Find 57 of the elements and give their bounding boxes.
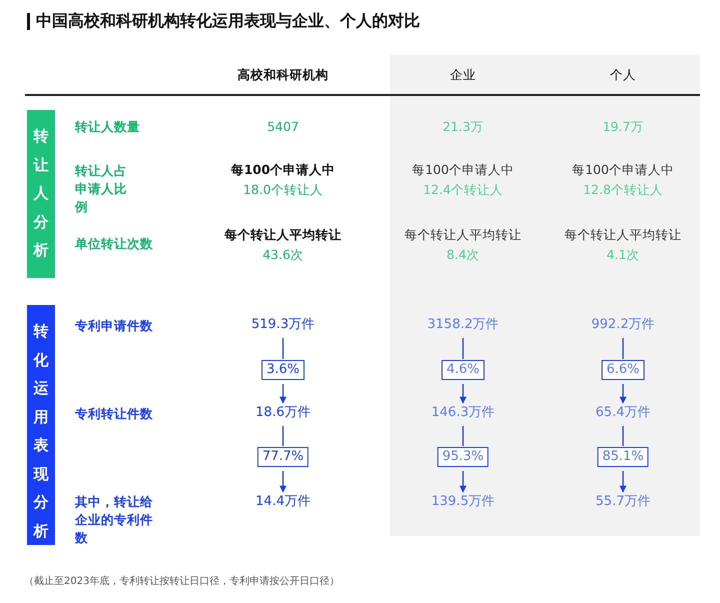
percentage-box: 77.7%	[257, 447, 309, 467]
row-header: 专利申请件数	[75, 317, 153, 335]
column-header: 个人	[610, 66, 636, 84]
arrow	[280, 384, 286, 404]
value-caption: 每100个申请人中	[230, 161, 336, 179]
value-text: 3158.2万件	[427, 316, 499, 334]
value-text: 8.4次	[446, 246, 480, 264]
value-text: 519.3万件	[251, 316, 315, 334]
value-text: 43.6次	[262, 246, 304, 264]
section-title: 转让人分析	[34, 126, 48, 261]
value-text: 12.4个转让人	[423, 181, 503, 199]
connector-line	[282, 338, 284, 359]
percentage-box: 85.1%	[597, 447, 649, 467]
row-header: 单位转让次数	[75, 235, 153, 253]
percentage-box: 95.3%	[437, 447, 489, 467]
percentage-box: 4.6%	[441, 360, 485, 380]
title: 中国高校和科研机构转化运用表现与企业、个人的对比	[36, 10, 420, 32]
value-caption: 每个转让人平均转让	[224, 226, 342, 244]
column-header: 企业	[450, 66, 476, 84]
value-caption: 每100个申请人中	[572, 161, 674, 179]
value-text: 5407	[267, 118, 299, 136]
row-header: 转让人占申请人比例	[75, 162, 128, 216]
percentage-box: 3.6%	[261, 360, 305, 380]
value-text: 146.3万件	[431, 404, 495, 422]
connector-line	[462, 426, 464, 446]
value-caption: 每100个申请人中	[412, 161, 514, 179]
connector-line	[282, 426, 284, 446]
section-title: 转化运用表现分析	[34, 321, 48, 542]
value-text: 21.3万	[442, 118, 484, 136]
arrow	[620, 471, 626, 493]
source-note: （截止至2023年底，专利转让按转让日口径，专利申请按公开日口径）	[24, 574, 340, 589]
value-text: 4.1次	[606, 246, 640, 264]
row-header: 专利转让件数	[75, 405, 153, 423]
value-text: 12.8个转让人	[583, 181, 663, 199]
arrow	[460, 471, 466, 493]
connector-line	[462, 338, 464, 359]
arrow	[460, 384, 466, 404]
connector-line	[622, 426, 624, 446]
value-text: 55.7万件	[596, 493, 650, 511]
value-text: 992.2万件	[591, 316, 655, 334]
value-text: 18.0个转让人	[243, 181, 323, 199]
percentage-box: 6.6%	[601, 360, 645, 380]
value-text: 18.6万件	[256, 404, 310, 422]
section-band	[27, 305, 55, 545]
row-header: 转让人数量	[75, 118, 140, 136]
arrow	[280, 471, 286, 493]
section-band	[27, 110, 55, 278]
connector-line	[622, 338, 624, 359]
value-text: 19.7万	[602, 118, 644, 136]
row-header: 其中，转让给企业的专利件数	[75, 493, 154, 547]
arrow	[620, 384, 626, 404]
value-caption: 每个转让人平均转让	[404, 226, 522, 244]
value-text: 14.4万件	[256, 493, 310, 511]
column-header: 高校和科研机构	[238, 66, 328, 84]
value-text: 65.4万件	[596, 404, 650, 422]
value-caption: 每个转让人平均转让	[564, 226, 682, 244]
value-text: 139.5万件	[431, 493, 495, 511]
